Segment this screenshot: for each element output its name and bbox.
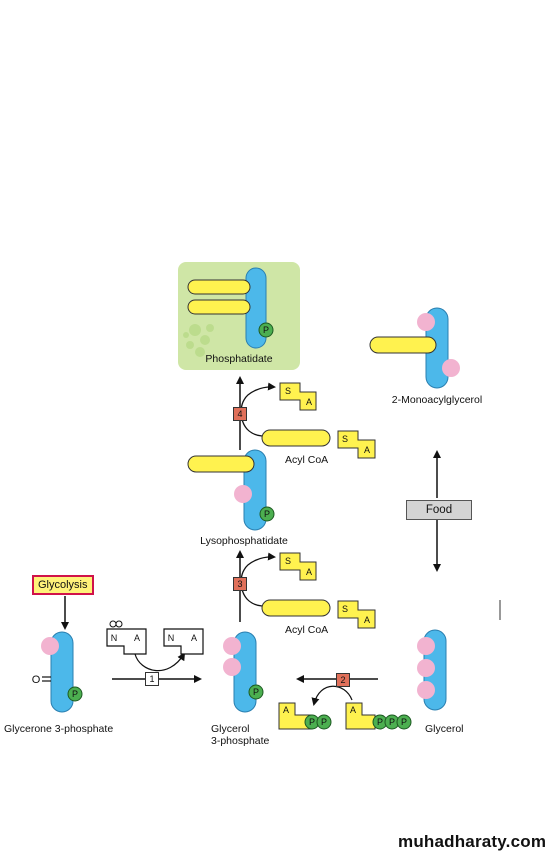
phosphatidate-texture	[183, 324, 214, 357]
coa-bottom-s-glyph: S	[285, 556, 291, 566]
adp-p2-glyph: P	[321, 717, 327, 727]
acyl-bottom-a-glyph: A	[364, 615, 370, 625]
nadh-n-glyph: N	[111, 633, 118, 643]
glycerol-molecule	[417, 629, 447, 711]
atp-glyph	[345, 702, 412, 730]
acyl-coa-top-label: Acyl CoA	[285, 454, 329, 466]
glycerone-p-glyph: P	[72, 689, 78, 699]
g3p-p-glyph: P	[253, 687, 259, 697]
adp-glyph	[278, 702, 332, 730]
glycolysis-box: Glycolysis	[32, 575, 94, 595]
coa-bottom-a-glyph: A	[306, 567, 312, 577]
monoacylglycerol-molecule	[369, 307, 460, 389]
nadh-a-glyph: A	[134, 633, 140, 643]
coa-top-a-glyph: A	[306, 397, 312, 407]
nad-glyph	[163, 628, 204, 655]
step1-curve	[134, 652, 186, 672]
glycerol-3-phosphate-label-line1: Glycerol	[211, 723, 250, 735]
acyl-coa-bottom-label: Acyl CoA	[285, 624, 329, 636]
atp-p1-glyph: P	[377, 717, 383, 727]
lyso-p-glyph: P	[264, 509, 270, 519]
acyl-top-a-glyph: A	[364, 445, 370, 455]
glycerol-3-phosphate-molecule	[223, 631, 264, 713]
coa-released-top	[279, 382, 317, 411]
carbonyl-o-glyph: O	[32, 674, 41, 686]
step-2-box: 2	[336, 673, 350, 687]
coa-top-s-glyph: S	[285, 386, 291, 396]
nadh-glyph	[106, 620, 147, 655]
food-box: Food	[406, 500, 472, 520]
phosphatidate-label: Phosphatidate	[205, 353, 273, 365]
step-4-box: 4	[233, 407, 247, 421]
adp-p1-glyph: P	[309, 717, 315, 727]
step-1-box: 1	[145, 672, 159, 686]
step3-curve	[240, 552, 276, 607]
atp-p3-glyph: P	[401, 717, 407, 727]
atp-a-glyph: A	[350, 705, 356, 715]
coa-released-bottom	[279, 552, 317, 581]
lysophosphatidate-molecule	[187, 449, 275, 531]
acyl-top-s-glyph: S	[342, 434, 348, 444]
nad-n-glyph: N	[168, 633, 175, 643]
acyl-coa-top-molecule	[261, 429, 376, 459]
acyl-bottom-s-glyph: S	[342, 604, 348, 614]
step4-curve	[240, 382, 276, 437]
step-3-box: 3	[233, 577, 247, 591]
glycerone-3-phosphate-molecule	[41, 631, 83, 713]
monoacylglycerol-label: 2-Monoacylglycerol	[391, 394, 483, 406]
lysophosphatidate-label: Lysophosphatidate	[200, 535, 288, 547]
adp-a-glyph: A	[283, 705, 289, 715]
atp-p2-glyph: P	[389, 717, 395, 727]
phosphatidate-p-glyph: P	[263, 325, 269, 335]
glycerone-3-phosphate-label: Glycerone 3-phosphate	[4, 723, 114, 735]
phosphatidate-molecule	[187, 267, 274, 349]
nad-a-glyph: A	[191, 633, 197, 643]
acyl-coa-bottom-molecule	[261, 599, 376, 629]
glycerol-3-phosphate-label-line2: 3-phosphate	[211, 735, 270, 747]
glycerol-label: Glycerol	[425, 723, 464, 735]
step2-curve	[311, 685, 353, 706]
watermark: muhadharaty.com	[398, 832, 547, 851]
